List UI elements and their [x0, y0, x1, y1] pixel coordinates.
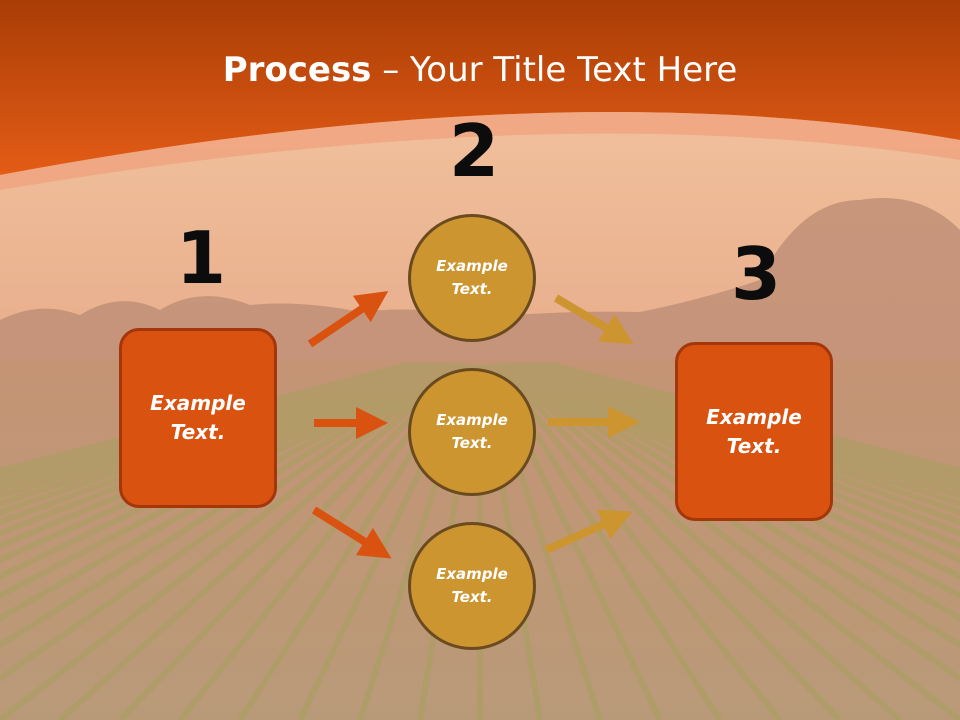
- step-2-circle-bottom: Example Text.: [408, 522, 536, 650]
- vine-row: [523, 362, 960, 549]
- circle-bottom-line1: Example: [436, 565, 508, 583]
- vine-row: [0, 362, 434, 537]
- step-1-line2: Text.: [170, 420, 226, 444]
- arrow-left-to-top: [307, 291, 389, 348]
- arrow-left-to-bottom: [311, 506, 392, 559]
- step-2-circle-top: Example Text.: [408, 214, 536, 342]
- step-number-3: 3: [731, 232, 782, 316]
- circle-top-line1: Example: [436, 257, 508, 275]
- circle-middle-line2: Text.: [451, 434, 493, 452]
- step-number-1: 1: [176, 216, 227, 300]
- circle-bottom-line2: Text.: [451, 588, 493, 606]
- vine-row: [58, 362, 461, 720]
- step-number-2: 2: [449, 109, 500, 193]
- step-3-line2: Text.: [726, 433, 782, 458]
- title-bold: Process: [222, 50, 372, 90]
- step-3-line1: Example: [706, 404, 802, 429]
- step-1-box: Example Text.: [119, 328, 277, 508]
- circle-top-line2: Text.: [451, 280, 493, 298]
- vine-row: [117, 362, 465, 720]
- slide-title: Process – Your Title Text Here: [0, 50, 960, 90]
- arrow-bottom-to-right: [544, 509, 633, 554]
- vine-row: [0, 362, 437, 549]
- vine-row: [0, 362, 440, 564]
- step-2-circle-middle: Example Text.: [408, 368, 536, 496]
- circle-middle-line1: Example: [436, 411, 508, 429]
- step-3-box: Example Text.: [675, 342, 833, 521]
- title-rest: – Your Title Text Here: [371, 50, 738, 90]
- step-1-line1: Example: [150, 391, 246, 415]
- vine-row: [520, 362, 960, 564]
- arrow-top-to-right: [553, 294, 634, 345]
- vine-row: [492, 363, 783, 720]
- vine-row: [517, 362, 960, 580]
